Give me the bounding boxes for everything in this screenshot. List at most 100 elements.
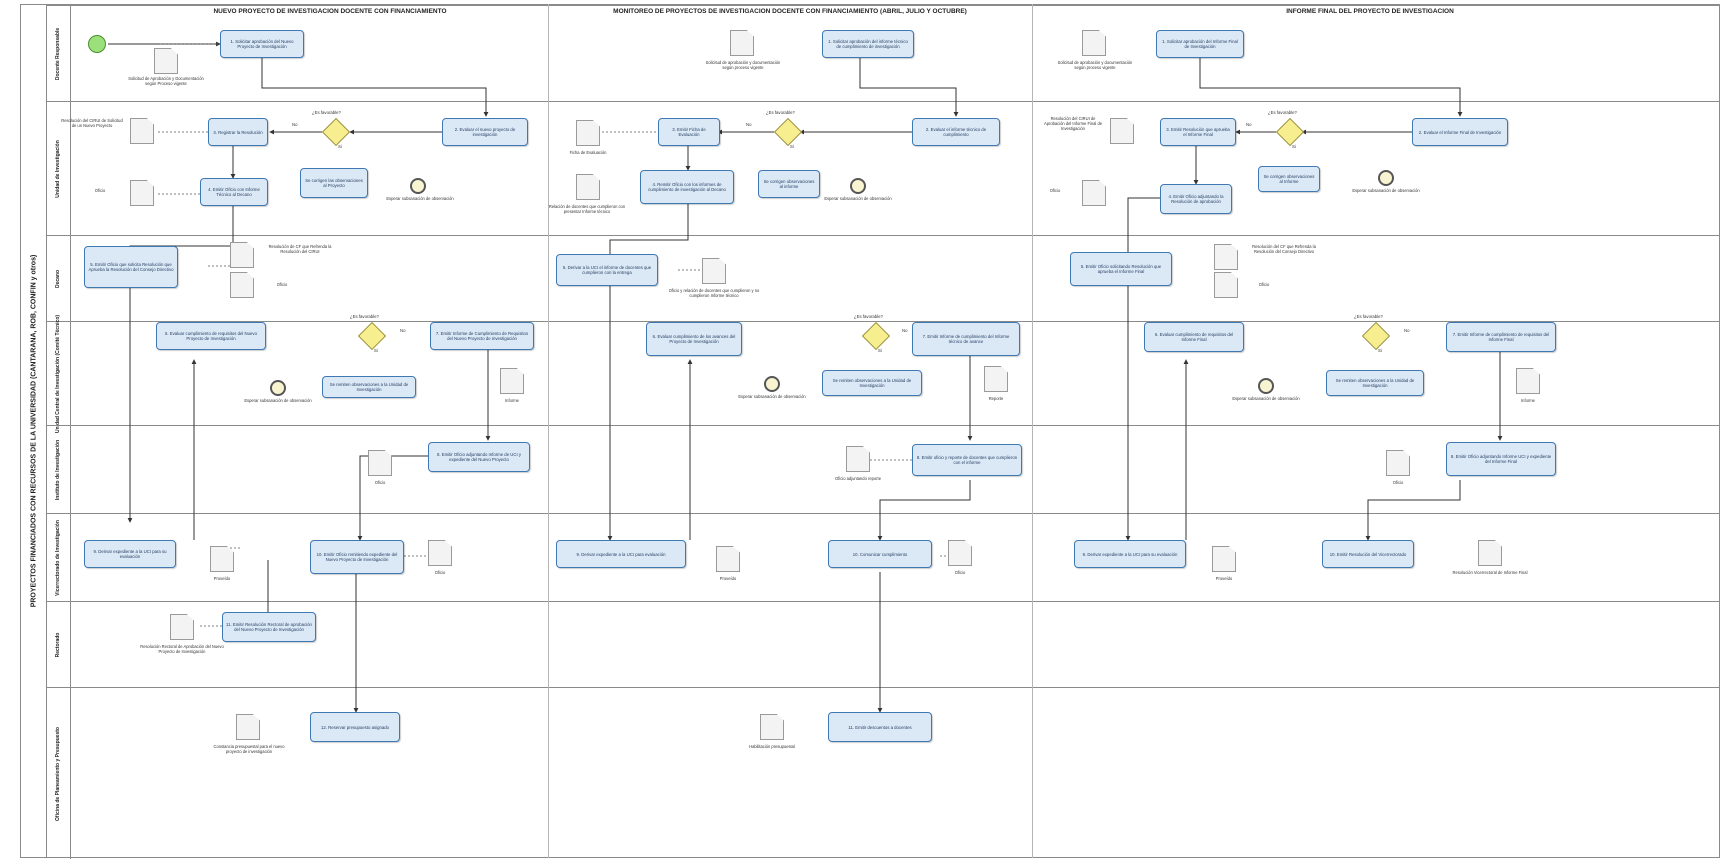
document-icon	[1478, 540, 1502, 566]
task: 4. Emitir Oficio con Informe Técnico al …	[200, 178, 268, 206]
lane-instituto: Instituto de Investigación	[46, 425, 1719, 513]
task: 6. Evaluar cumplimiento de requisitos de…	[156, 322, 266, 350]
lane-label: Decano	[55, 269, 61, 288]
branch-label: Si	[338, 144, 342, 149]
document-label: Oficio	[374, 480, 386, 485]
document-label: Solicitud de aprobación y documentación …	[705, 60, 781, 70]
document-label: Reporte	[988, 396, 1004, 401]
document-label: Oficio	[1049, 188, 1061, 193]
phase-title: NUEVO PROYECTO DE INVESTIGACION DOCENTE …	[213, 8, 447, 15]
document-label: Solicitud de aprobación y documentación …	[1057, 60, 1133, 70]
gateway-label: ¿Es favorable?	[854, 314, 883, 319]
document-label: Oficio	[94, 188, 106, 193]
phase-separator	[1032, 4, 1033, 858]
branch-label: No	[1404, 328, 1410, 333]
lane-uci: Unidad Central de Investigación (Comité …	[46, 314, 1719, 433]
gateway-label: ¿Es favorable?	[312, 110, 341, 115]
task: 8. Emitir oficio y reporte de docentes q…	[912, 444, 1022, 476]
document-label: Oficio	[1392, 480, 1404, 485]
task: 10. Emitir Oficio remitiendo expediente …	[310, 540, 404, 574]
document-icon	[716, 546, 740, 572]
gateway-label: ¿Es favorable?	[766, 110, 795, 115]
task: 5. Emitir Oficio solicitando Resolución …	[1070, 252, 1172, 286]
document-label: Habilitación presupuestal	[749, 744, 795, 749]
document-icon	[1214, 244, 1238, 270]
document-label: Oficio adjuntando reporte	[835, 476, 881, 481]
task: 11. Emitir Resolución Rectoral de aproba…	[222, 612, 316, 642]
document-label: Resolución del CF que Refrenda la Resolu…	[1252, 244, 1316, 254]
document-label: Proveído	[213, 576, 231, 581]
document-label: Solicitud de Aprobación y Documentación …	[128, 76, 204, 86]
intermediate-event	[1378, 170, 1394, 186]
task: 2. Evaluar el informe técnico de cumplim…	[912, 118, 1000, 146]
intermediate-event	[410, 178, 426, 194]
task: 10. Comunicar cumplimiento	[828, 540, 932, 568]
event-label: Esperar subsanación de observación	[738, 394, 806, 399]
task: 11. Emitir descuentos a docentes	[828, 712, 932, 742]
document-label: Resolución de CF que Refrenda la Resoluc…	[268, 244, 332, 254]
task: 2. Evaluar el nuevo proyecto de investig…	[442, 118, 528, 146]
branch-label: No	[902, 328, 908, 333]
task: 3. Registrar la Resolución	[208, 118, 268, 146]
document-label: Ficha de Evaluación	[569, 150, 607, 155]
branch-label: Si	[878, 348, 882, 353]
lane-rectorado: Rectorado	[46, 601, 1719, 687]
task: 8. Emitir Oficio adjuntando Informe de U…	[428, 442, 530, 472]
gateway-label: ¿Es favorable?	[350, 314, 379, 319]
task: 3. Emitir Resolución que aprueba el Info…	[1160, 118, 1236, 146]
task: 3. Emitir Ficha de Evaluación	[658, 118, 720, 146]
task: 8. Emitir Oficio adjuntando Informe UCI …	[1446, 442, 1556, 476]
lane-label: Vicerrectorado de Investigación	[55, 519, 61, 596]
document-icon	[702, 258, 726, 284]
branch-label: Si	[1378, 348, 1382, 353]
document-label: Oficio	[1258, 282, 1270, 287]
document-label: Resolución Vicerrectoral de Informe Fina…	[1452, 570, 1528, 575]
document-icon	[368, 450, 392, 476]
task: Se remiten observaciones a la Unidad de …	[322, 376, 416, 398]
document-icon	[130, 118, 154, 144]
document-icon	[170, 614, 194, 640]
document-icon	[428, 540, 452, 566]
branch-label: Si	[790, 144, 794, 149]
branch-label: No	[400, 328, 406, 333]
document-label: Resolución del CIRUI de Solicitud de un …	[61, 118, 123, 128]
pool-title: PROYECTOS FINANCIADOS CON RECURSOS DE LA…	[30, 254, 37, 608]
document-label: Relación de docentes que cumplieron con …	[548, 204, 626, 214]
phase-title: INFORME FINAL DEL PROYECTO DE INVESTIGAC…	[1286, 8, 1454, 15]
document-icon	[760, 714, 784, 740]
lane-label: Rectorado	[55, 632, 61, 657]
document-icon	[576, 120, 600, 146]
task: Se remiten observaciones a la Unidad de …	[822, 370, 922, 396]
task: 6. Evaluar cumplimiento de requisitos de…	[1144, 322, 1244, 352]
event-label: Esperar subsanación de observación	[386, 196, 454, 201]
branch-label: Si	[374, 348, 378, 353]
lane-label: Instituto de Investigación	[55, 439, 61, 500]
document-label: Informe	[505, 398, 519, 403]
document-icon	[154, 48, 178, 74]
task: 9. Derivar expediente a la UCI para su e…	[1074, 540, 1186, 568]
lane-label: Unidad de Investigación	[55, 139, 61, 198]
task: 5. Emitir Oficio que solicita Resolución…	[84, 246, 178, 288]
document-label: Oficio y relación de docentes que cumpli…	[668, 288, 760, 298]
lane-label: Docente Responsable	[55, 27, 61, 80]
document-label: Proveído	[1215, 576, 1233, 581]
task: 1. Solicitar aprobación del Nuevo Proyec…	[220, 30, 304, 58]
document-icon	[1386, 450, 1410, 476]
task: 7. Emitir Informe de Cumplimiento de Req…	[430, 322, 534, 350]
branch-label: Si	[1292, 144, 1296, 149]
intermediate-event	[1258, 378, 1274, 394]
document-label: Constancia presupuestal para el nuevo pr…	[213, 744, 285, 754]
intermediate-event	[764, 376, 780, 392]
task: 10. Emitir Resolución del Vicerrectorado	[1322, 540, 1414, 568]
task: Se corrigen observaciones al informe	[758, 170, 820, 198]
document-icon	[236, 714, 260, 740]
document-icon	[576, 174, 600, 200]
task: 1. Solicitar aprobación del Informe Fina…	[1156, 30, 1244, 58]
branch-label: No	[1246, 122, 1252, 127]
task: 9. Derivar expediente a la UCI para eval…	[556, 540, 686, 568]
intermediate-event	[270, 380, 286, 396]
document-icon	[1110, 118, 1134, 144]
document-icon	[948, 540, 972, 566]
document-icon	[1214, 272, 1238, 298]
